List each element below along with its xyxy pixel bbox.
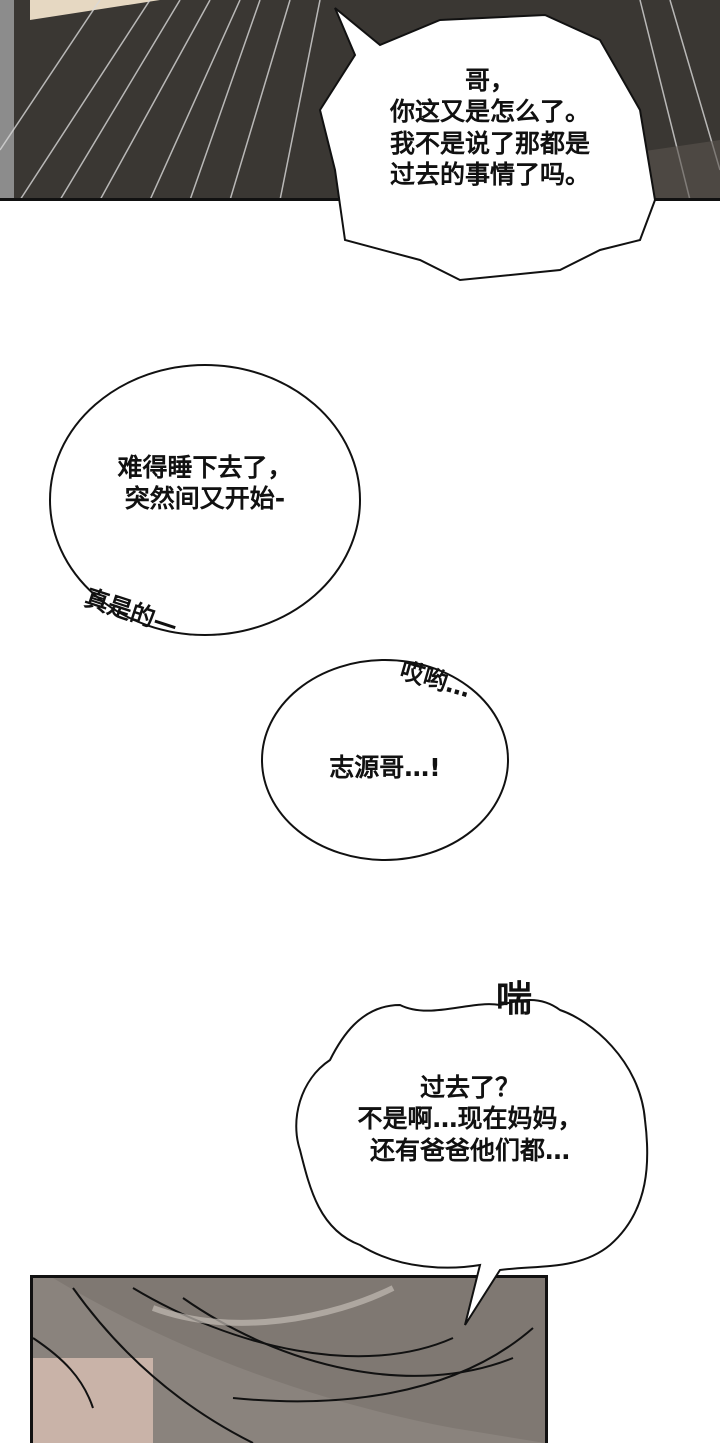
bubble-line: 哥，	[464, 66, 515, 95]
sfx-chuan: 喘	[496, 979, 533, 1020]
bubble-line: 过去的事情了吗。	[389, 159, 590, 189]
bubble-line: 你这又是怎么了。	[389, 97, 590, 127]
bubble-4-text: 过去了？ 不是啊…现在妈妈， 还有爸爸他们都…	[310, 1072, 630, 1166]
bubble-line: 难得睡下去了，	[117, 453, 293, 482]
bubble-2-outline	[49, 364, 361, 636]
bubble-line: 过去了？	[419, 1073, 520, 1102]
bubble-line: 我不是说了那都是	[389, 128, 590, 158]
bubble-line: 志源哥…!	[329, 753, 441, 782]
bubble-4-outline	[295, 999, 649, 1326]
bubble-1-text: 哥， 你这又是怎么了。 我不是说了那都是 过去的事情了吗。	[350, 65, 630, 190]
bubble-line: 突然间又开始-	[124, 484, 286, 514]
bubble-2-text: 难得睡下去了， 突然间又开始-	[70, 452, 340, 515]
bubble-3-text: 志源哥…!	[280, 752, 490, 783]
bubble-1-outline	[318, 7, 657, 282]
bubble-3-outline	[261, 659, 509, 861]
bubble-line: 不是啊…现在妈妈，	[357, 1104, 583, 1134]
bubble-line: 还有爸爸他们都…	[369, 1135, 570, 1165]
hair-illustration	[33, 1278, 545, 1443]
bottom-panel-hair	[30, 1275, 548, 1443]
